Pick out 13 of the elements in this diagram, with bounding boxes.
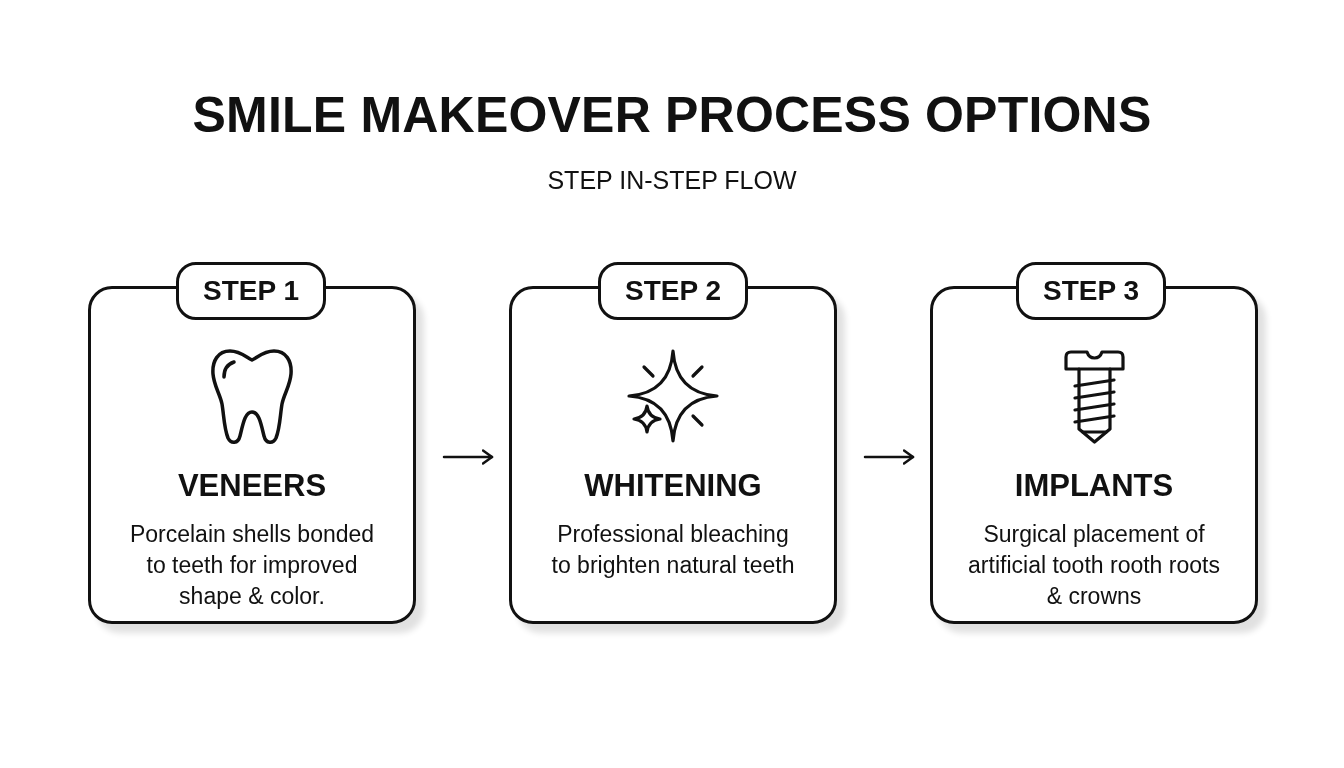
card-heading: VENEERS bbox=[177, 467, 327, 505]
arrow bbox=[442, 449, 494, 465]
card-description: Surgical placement of artificial tooth rooth roots & crowns bbox=[968, 520, 1220, 611]
step-tag: STEP 3 bbox=[1016, 262, 1166, 320]
card-description: Professional bleaching to brighten natural teeth bbox=[550, 520, 796, 580]
card-description: Porcelain shells bonded to teeth for improved shape & color. bbox=[128, 520, 376, 611]
subtitle: STEP IN-STEP FLOW bbox=[547, 165, 797, 195]
card-heading: IMPLANTS bbox=[1014, 467, 1174, 505]
title: SMILE MAKEOVER PROCESS OPTIONS bbox=[192, 88, 1152, 142]
arrow bbox=[863, 449, 915, 465]
step-tag: STEP 2 bbox=[598, 262, 748, 320]
step-tag: STEP 1 bbox=[176, 262, 326, 320]
card-heading: WHITENING bbox=[584, 467, 762, 505]
